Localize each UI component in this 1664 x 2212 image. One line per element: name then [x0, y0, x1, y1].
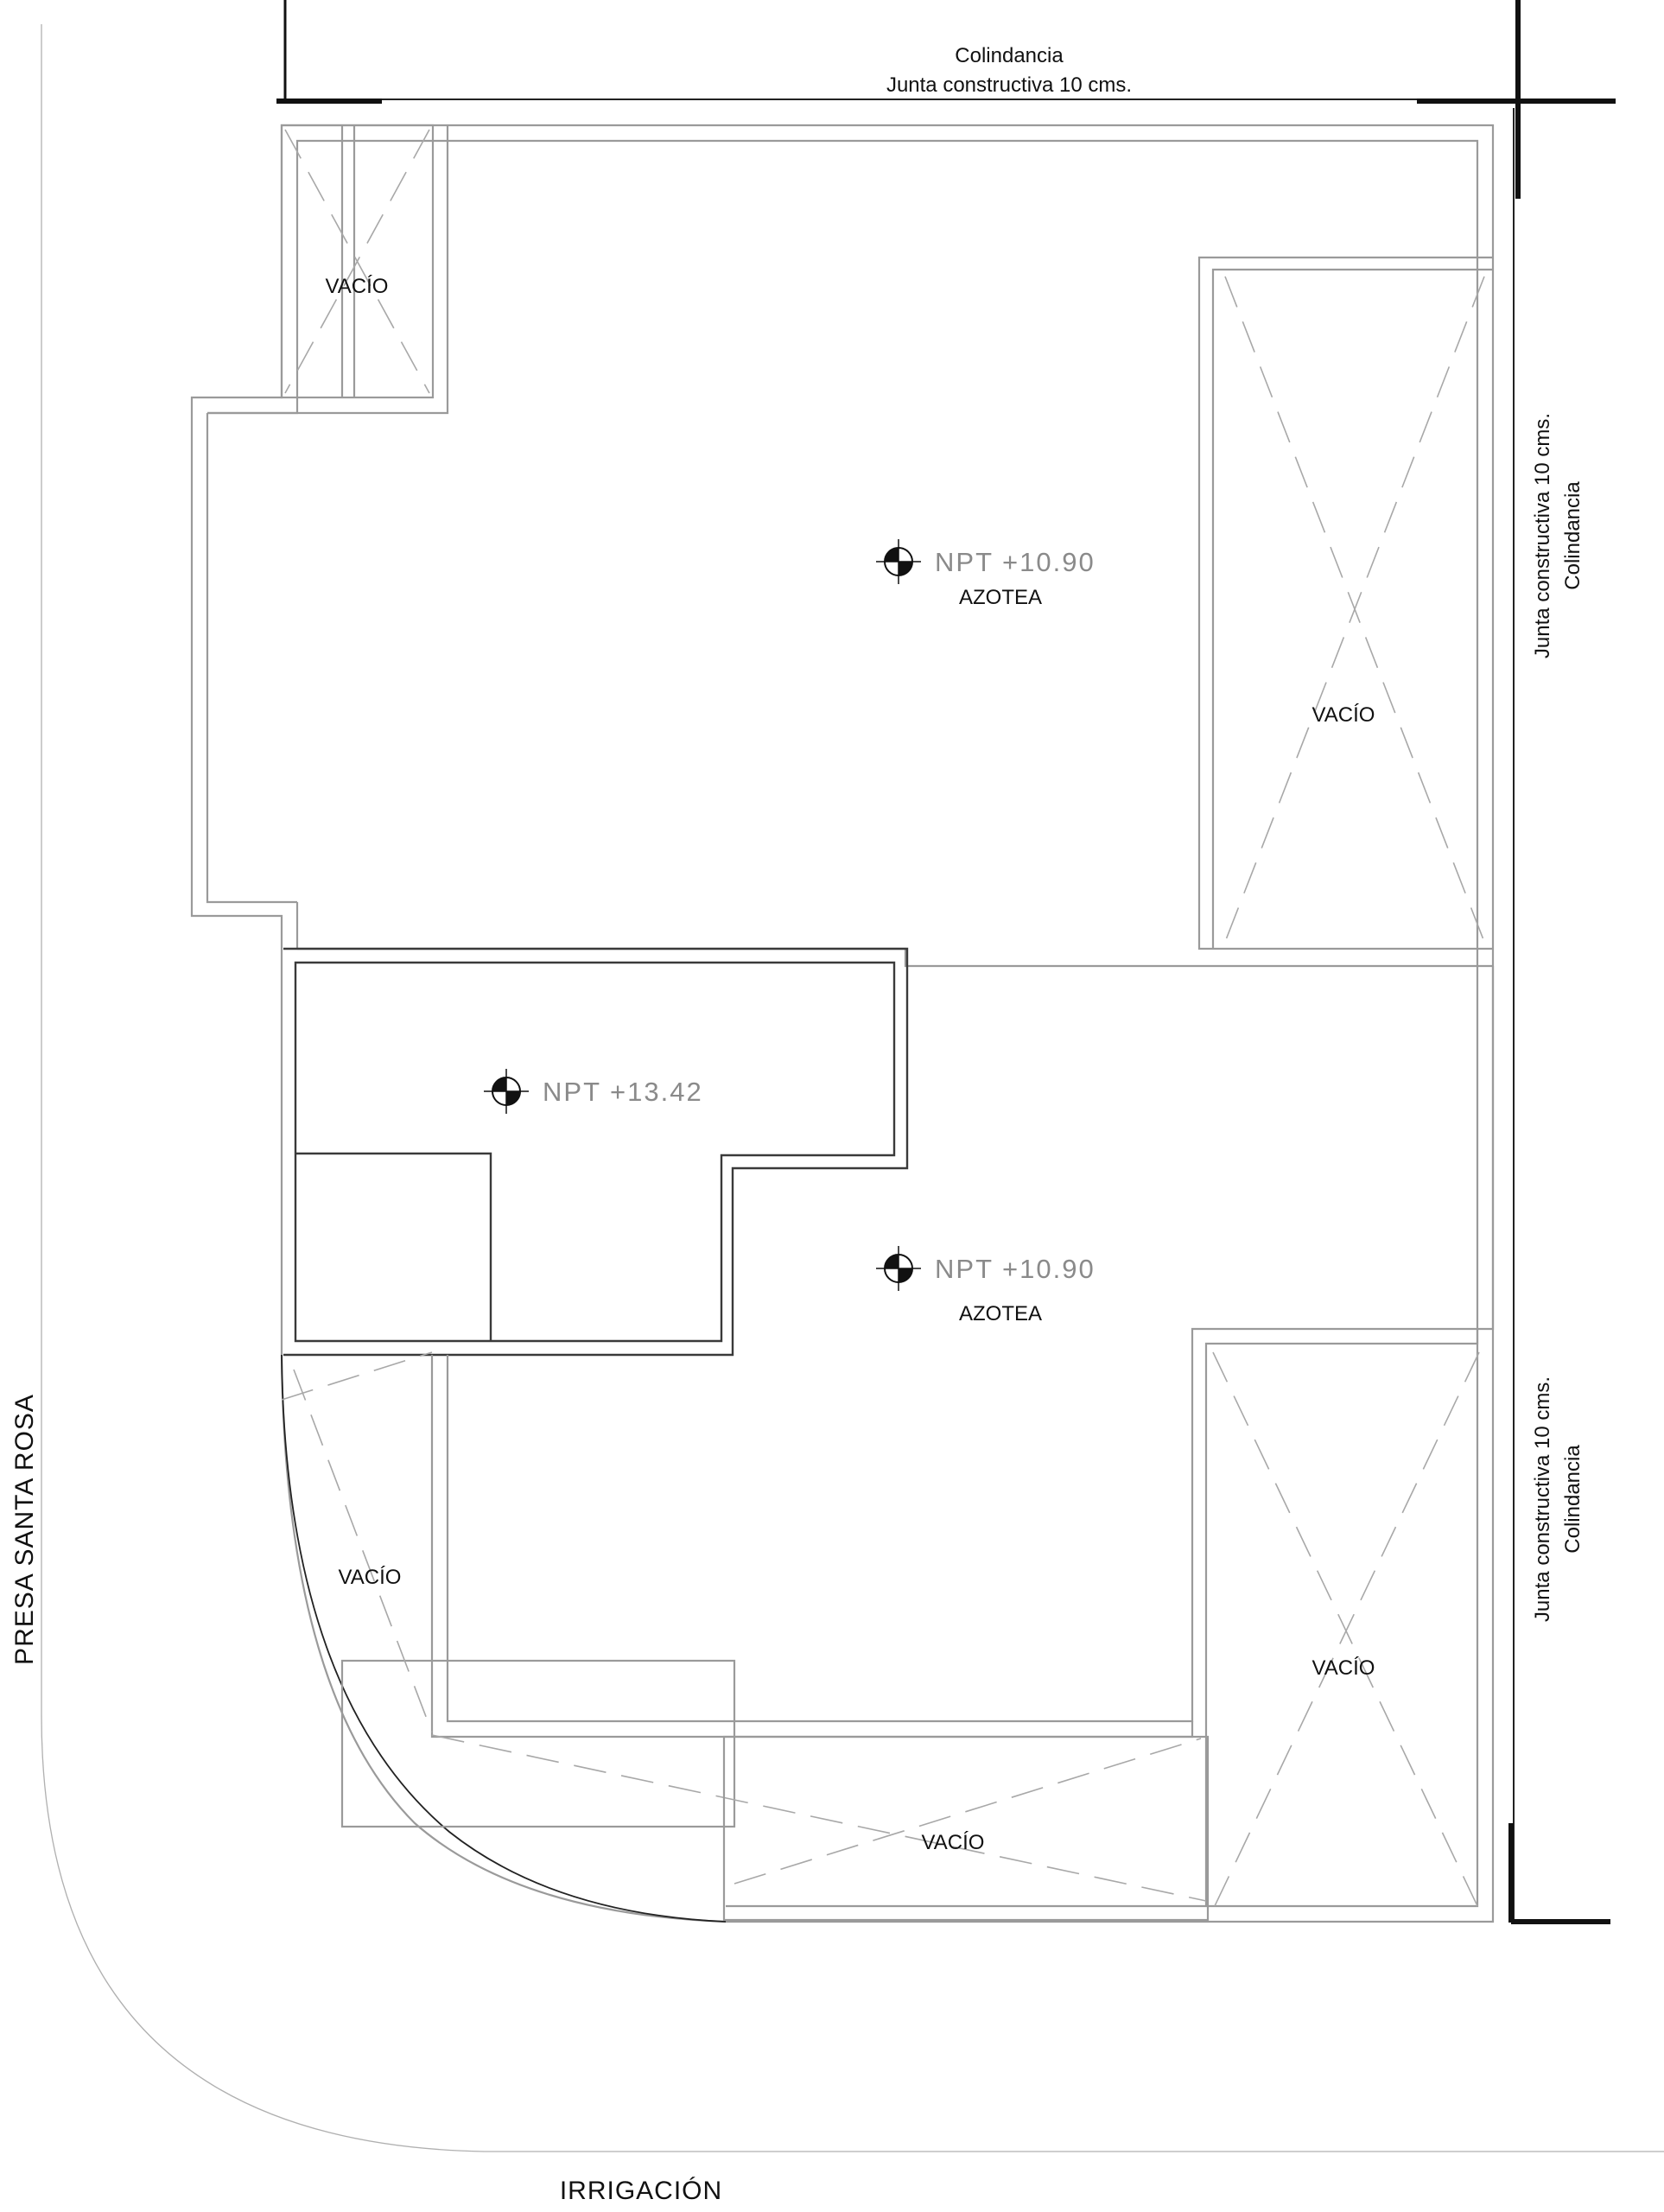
north-boundary-label-2: Junta constructiva 10 cms. [886, 73, 1132, 97]
level-npt-label-3: NPT +10.90 [935, 1254, 1096, 1284]
building-outline [190, 124, 1495, 1923]
east-boundary-top-label-1: Junta constructiva 10 cms. [1531, 413, 1554, 658]
void-label-2: VACÍO [1312, 703, 1375, 727]
void-label-1: VACÍO [326, 275, 389, 298]
east-boundary-top-label-2: Colindancia [1561, 481, 1585, 590]
level-npt-label-2: NPT +13.42 [543, 1077, 703, 1107]
level-marker-icon-2 [484, 1069, 529, 1114]
void-upper-right [1224, 276, 1485, 943]
void-label-5: VACÍO [922, 1831, 985, 1854]
north-boundary [276, 0, 1616, 199]
east-boundary-bottom-label-2: Colindancia [1561, 1445, 1585, 1554]
street-label-west: PRESA SANTA ROSA [10, 1394, 39, 1665]
void-bottom-center [722, 1735, 1210, 1922]
north-boundary-label-1: Colindancia [955, 44, 1064, 67]
level-marker-icon-3 [876, 1246, 921, 1291]
street-line-presa-santa-rosa [41, 24, 1664, 2152]
void-lower-right [1212, 1351, 1480, 1910]
east-boundary-bottom-label-1: Junta constructiva 10 cms. [1531, 1376, 1554, 1622]
void-top-left [280, 124, 435, 399]
void-label-3: VACÍO [339, 1566, 402, 1589]
azotea-upper [207, 125, 1493, 968]
street-label-south: IRRIGACIÓN [560, 2177, 722, 2205]
room-label-azotea-lower: AZOTEA [959, 1302, 1042, 1325]
level-marker-icon-1 [876, 539, 921, 584]
void-lower-left [281, 1351, 1207, 1923]
azotea-lower [430, 966, 1495, 1906]
void-label-4: VACÍO [1312, 1656, 1375, 1680]
room-label-azotea-upper: AZOTEA [959, 586, 1042, 609]
level-npt-label-1: NPT +10.90 [935, 547, 1096, 577]
stair-tower [283, 947, 909, 1357]
